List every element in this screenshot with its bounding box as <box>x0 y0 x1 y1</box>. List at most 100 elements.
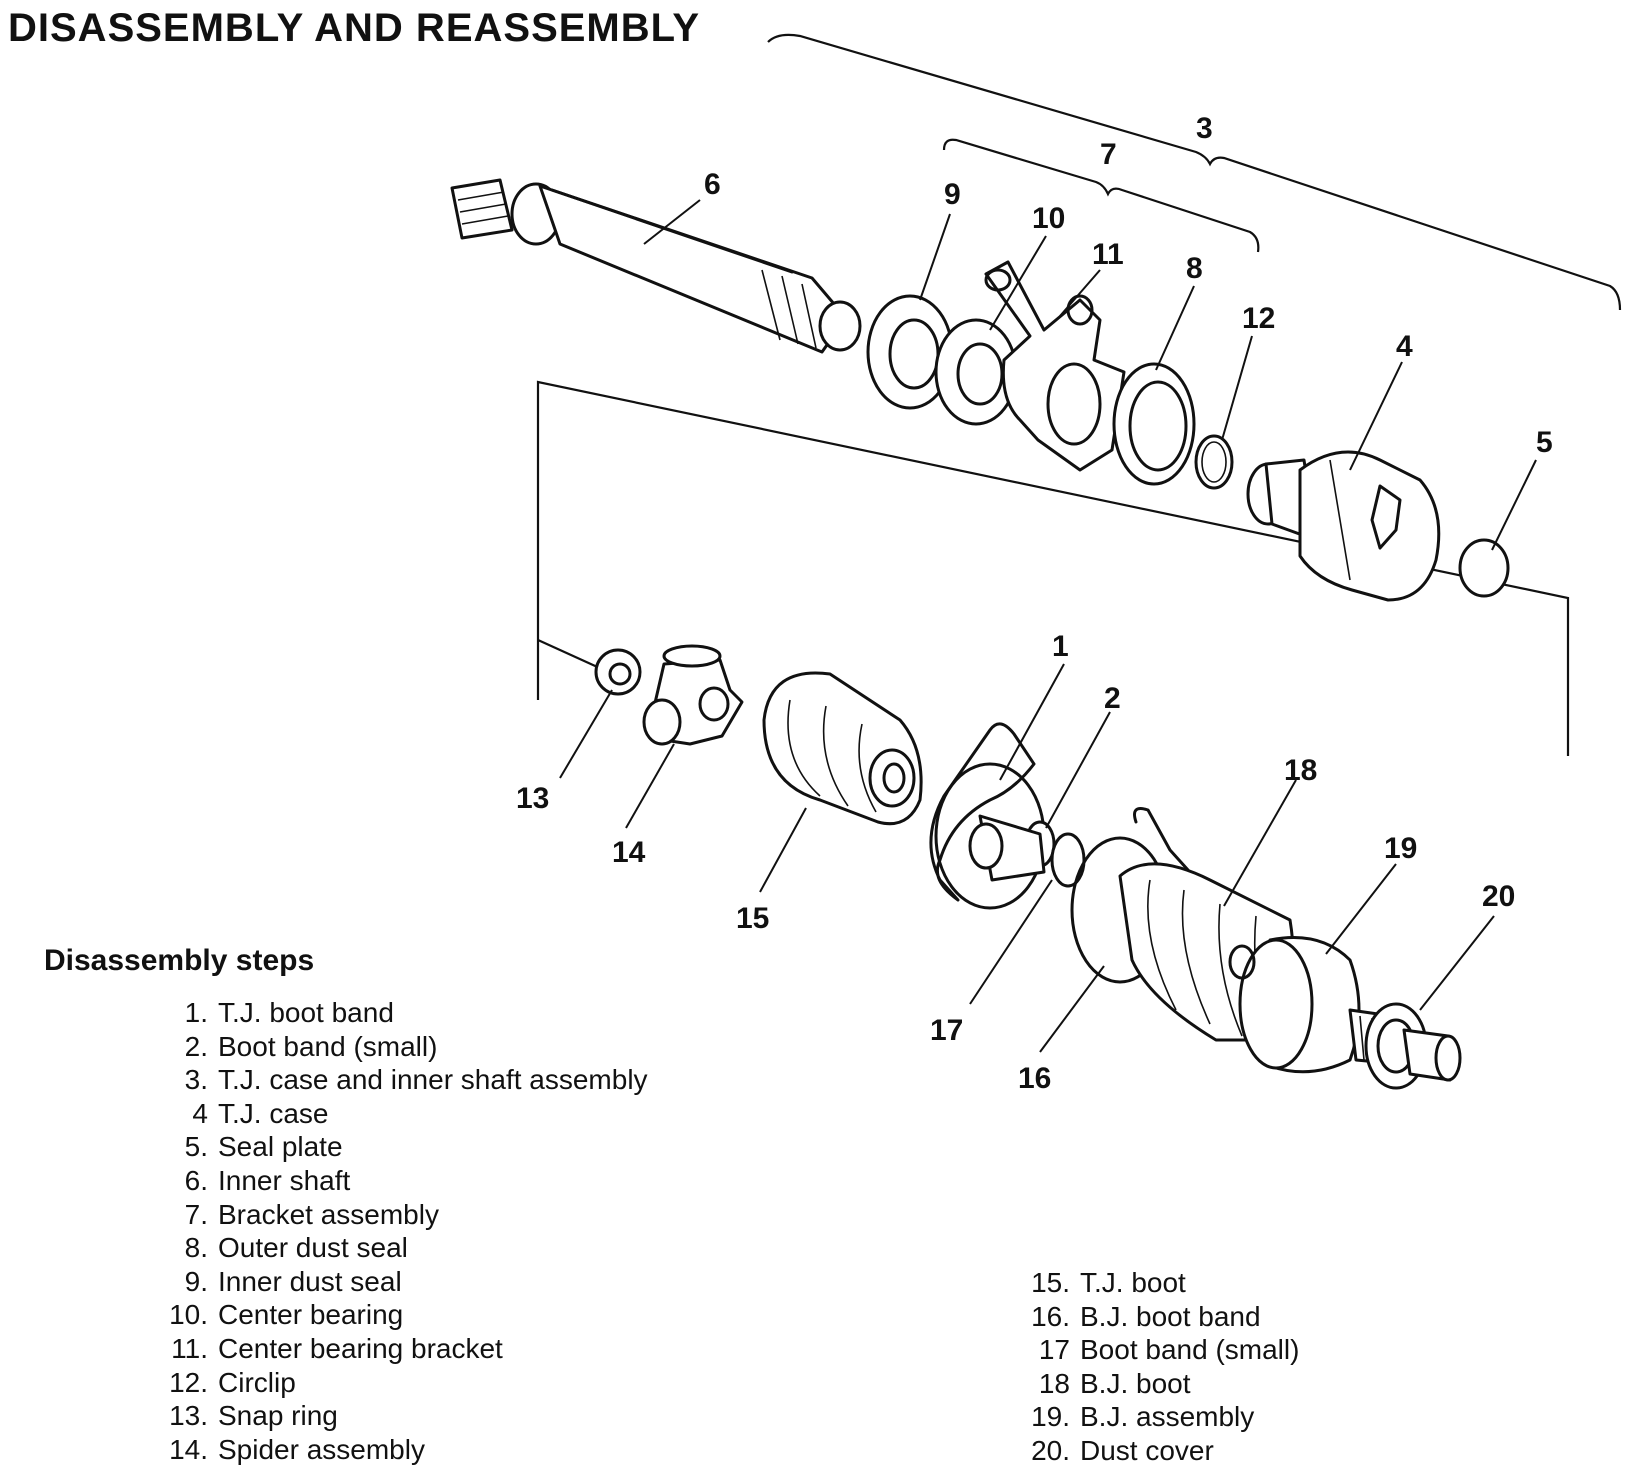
step-label: Center bearing <box>218 1299 404 1331</box>
step-item: 12. Circlip <box>156 1366 648 1400</box>
circlip <box>1194 434 1234 490</box>
callout-12: 12 <box>1242 302 1275 335</box>
step-item: 18 B.J. boot <box>1018 1367 1299 1401</box>
step-item: 15.T.J. boot <box>1018 1266 1299 1300</box>
step-number: 13. <box>169 1400 208 1432</box>
tj-case <box>1246 450 1441 602</box>
callout-16: 16 <box>1018 1062 1051 1095</box>
tj-boot-band <box>929 722 1046 910</box>
step-item: 17 Boot band (small) <box>1018 1333 1300 1367</box>
bracket-group-lower <box>536 380 1570 756</box>
callout-18: 18 <box>1284 754 1317 787</box>
step-item: 20. Dust cover <box>1018 1434 1299 1468</box>
step-label: Dust cover <box>1080 1434 1214 1466</box>
step-label: B.J. boot <box>1080 1367 1191 1399</box>
bj-shaft <box>968 814 1046 882</box>
center-bearing-bracket <box>984 260 1126 472</box>
step-number: 1. <box>184 997 208 1028</box>
spider-assembly <box>642 644 744 746</box>
step-item: 8. Outer dust seal <box>156 1231 648 1265</box>
step-number: 7. <box>184 1198 208 1230</box>
callout-2: 2 <box>1104 682 1121 715</box>
bracket-3 <box>767 33 1622 311</box>
callout-8: 8 <box>1186 252 1203 285</box>
step-number: 6. <box>184 1164 208 1196</box>
callout-5: 5 <box>1536 426 1553 459</box>
step-label: T.J. boot band <box>218 997 394 1028</box>
step-item: 9.Inner dust seal <box>156 1265 648 1299</box>
callout-6: 6 <box>704 168 721 201</box>
bracket-7 <box>942 138 1260 253</box>
callout-15: 15 <box>736 902 769 935</box>
step-label: Circlip <box>218 1366 296 1398</box>
step-item: 11. Center bearing bracket <box>156 1332 648 1366</box>
step-label: Spider assembly <box>218 1433 425 1465</box>
step-label: Outer dust seal <box>218 1232 408 1264</box>
step-number: 8. <box>184 1232 208 1264</box>
step-number: 4 <box>192 1097 208 1129</box>
callout-3: 3 <box>1196 112 1213 145</box>
callout-7: 7 <box>1100 138 1117 171</box>
step-number: 5. <box>184 1131 208 1163</box>
step-item: 14. Spider assembly <box>156 1433 648 1467</box>
step-label: T.J. boot <box>1080 1267 1186 1298</box>
step-item: 4 T.J. case <box>156 1097 648 1131</box>
step-label: Seal plate <box>218 1131 343 1163</box>
step-number: 18 <box>1038 1367 1070 1399</box>
step-number: 14. <box>169 1433 208 1465</box>
step-label: B.J. assembly <box>1080 1401 1255 1433</box>
step-item: 1. T.J. boot band <box>156 996 648 1030</box>
step-number: 17 <box>1038 1334 1070 1366</box>
step-label: B.J. boot band <box>1080 1300 1261 1332</box>
step-item: 3. T.J. case and inner shaft assembly <box>156 1063 648 1097</box>
callout-20: 20 <box>1482 880 1515 913</box>
step-number: 20. <box>1031 1434 1070 1466</box>
dust-cover <box>1364 1002 1462 1090</box>
step-label: Boot band (small) <box>1080 1334 1300 1366</box>
step-label: Inner shaft <box>218 1164 351 1196</box>
step-item: 19. B.J. assembly <box>1018 1400 1299 1434</box>
step-item: 2. Boot band (small) <box>156 1030 648 1064</box>
step-number: 19. <box>1031 1401 1070 1433</box>
step-number: 3. <box>184 1064 208 1096</box>
step-number: 10. <box>169 1299 208 1331</box>
step-label: Snap ring <box>218 1400 338 1432</box>
steps-list-right: 15.T.J. boot 16. B.J. boot band 17 Boot ba… <box>1018 1266 1299 1468</box>
callout-19: 19 <box>1384 832 1417 865</box>
outer-dust-seal <box>1112 362 1196 486</box>
steps-list-left: 1. T.J. boot band 2. Boot band (small) 3. T… <box>156 996 648 1467</box>
step-label: Bracket assembly <box>218 1198 439 1230</box>
snap-ring <box>594 648 642 696</box>
bracket-group-lower-return <box>537 638 605 672</box>
step-item: 16. B.J. boot band <box>1018 1300 1299 1334</box>
step-number: 16. <box>1031 1300 1070 1332</box>
tj-boot <box>762 671 923 826</box>
step-item: 7. Bracket assembly <box>156 1198 648 1232</box>
step-item: 10. Center bearing <box>156 1298 648 1332</box>
inner-shaft <box>450 178 862 354</box>
step-label: Boot band (small) <box>218 1030 438 1062</box>
callout-11: 11 <box>1092 238 1124 271</box>
callout-10: 10 <box>1032 202 1065 235</box>
step-label: T.J. case and inner shaft assembly <box>218 1064 648 1096</box>
callout-13: 13 <box>516 782 549 815</box>
callouts: 1 2 3 4 5 6 7 8 9 10 11 12 13 14 15 16 1… <box>516 112 1553 1095</box>
step-number: 12. <box>169 1366 208 1398</box>
leader-lines <box>559 199 1537 1053</box>
page-title: DISASSEMBLY AND REASSEMBLY <box>8 6 701 50</box>
callout-1: 1 <box>1052 630 1069 663</box>
seal-plate <box>1458 538 1510 598</box>
step-label: Center bearing bracket <box>218 1332 503 1364</box>
step-number: 2. <box>184 1030 208 1062</box>
step-item: 6. Inner shaft <box>156 1164 648 1198</box>
step-number: 9. <box>184 1265 208 1297</box>
step-label: T.J. case <box>218 1097 329 1129</box>
callout-4: 4 <box>1396 330 1413 363</box>
step-item: 5. Seal plate <box>156 1130 648 1164</box>
callout-17: 17 <box>930 1014 963 1047</box>
step-item: 13. Snap ring <box>156 1399 648 1433</box>
steps-heading: Disassembly steps <box>44 944 315 977</box>
callout-14: 14 <box>612 836 646 869</box>
step-number: 11. <box>171 1332 208 1364</box>
